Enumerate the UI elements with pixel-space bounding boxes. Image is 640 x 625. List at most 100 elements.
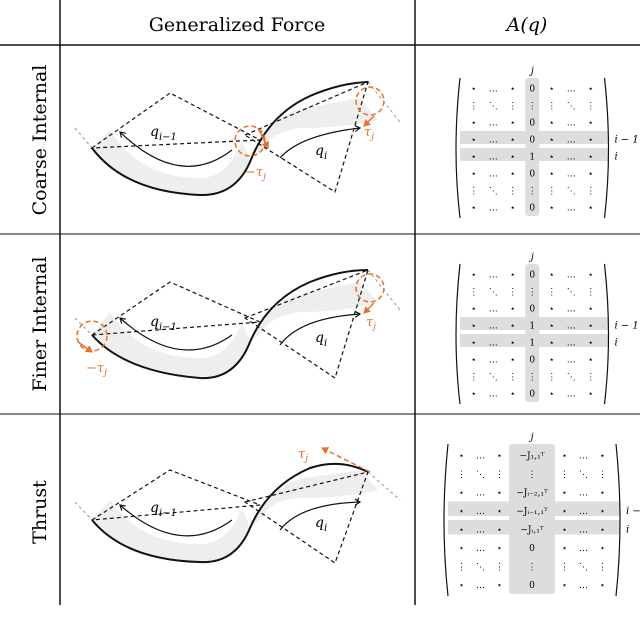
matrix-cell: …: [579, 581, 588, 591]
matrix-cell: ⋆: [588, 305, 594, 315]
matrix-cell: …: [476, 544, 485, 554]
matrix-cell: ⋮: [528, 288, 537, 298]
matrix-cell: ⋆: [588, 85, 594, 95]
row-label-coarse-internal: Coarse Internal: [29, 65, 51, 216]
matrix-cell: …: [567, 339, 576, 349]
matrix-cell: ⋱: [567, 288, 576, 298]
matrix-cell: ⋮: [560, 470, 569, 480]
highlight-row: [460, 334, 609, 347]
matrix-bracket-right: [603, 77, 610, 219]
matrix-cell: ⋱: [567, 187, 576, 197]
q-prev-label: qi−1: [150, 124, 177, 143]
matrix-cell: …: [567, 85, 576, 95]
matrix-cell: ⋆: [497, 525, 503, 535]
matrix-cell: …: [489, 85, 498, 95]
thrust-arrow: [321, 447, 371, 473]
matrix-cell: ⋆: [549, 204, 555, 214]
torque-arrow-pos: [363, 302, 375, 314]
matrix-cell: ⋆: [588, 119, 594, 129]
matrix-cell: ⋆: [600, 581, 606, 591]
matrix-cell: ⋮: [528, 187, 537, 197]
matrix-cell: ⋱: [579, 470, 588, 480]
matrix-cell: ⋆: [497, 544, 503, 554]
torque-arrow-pos: [363, 115, 375, 127]
matrix-cell: ⋆: [510, 390, 516, 400]
body-segment-cur: [250, 98, 378, 162]
matrix-cell: ⋮: [586, 187, 595, 197]
q-prev-label: qi−1: [150, 314, 177, 333]
matrix-cell: ⋆: [588, 136, 594, 146]
matrix-cell: …: [567, 153, 576, 163]
robot-diagram-coarse-internal: qi−1 qi −τj τj: [74, 80, 401, 197]
tau-pos-label: τj: [364, 125, 374, 142]
matrix-cell: ⋆: [549, 170, 555, 180]
matrix-cell: …: [567, 271, 576, 281]
column-header-a-of-q: A(q): [505, 14, 548, 36]
matrix-cell: ⋆: [549, 271, 555, 281]
matrix-cell: ⋆: [562, 581, 568, 591]
frame-triangle-prev: [89, 281, 261, 336]
matrix-cell: ⋮: [528, 562, 537, 572]
matrix-cell: ⋆: [588, 170, 594, 180]
matrix-cell: 1: [529, 322, 535, 332]
matrix-cell: ⋆: [549, 339, 555, 349]
matrix-cell: ⋆: [549, 119, 555, 129]
matrix-cell: ⋆: [510, 153, 516, 163]
matrix-cell: …: [489, 170, 498, 180]
matrix-cell: ⋆: [600, 544, 606, 554]
tau-pos-label: τj: [366, 315, 376, 332]
matrix-cell: ⋮: [495, 562, 504, 572]
matrix-cell: 0: [529, 544, 535, 554]
matrix-bracket-right: [603, 263, 610, 405]
table-grid: [0, 0, 640, 605]
matrix-cell: 0: [529, 204, 535, 214]
matrix-row-label: i: [626, 524, 629, 535]
matrix-cell: …: [489, 204, 498, 214]
matrix-cell: …: [489, 339, 498, 349]
matrix-cell: ⋆: [459, 507, 465, 517]
tau-pos-label: τj: [298, 447, 308, 464]
matrix-cell: ⋮: [528, 470, 537, 480]
matrix-cell: ⋆: [549, 390, 555, 400]
highlight-row: [460, 148, 609, 161]
frame-triangle-prev: [89, 92, 263, 149]
matrix-cell: ⋆: [549, 322, 555, 332]
matrix-cell: …: [476, 451, 485, 461]
matrix-bracket-left: [443, 443, 449, 597]
matrix-cell: ⋆: [497, 451, 503, 461]
matrix-cell: ⋆: [471, 170, 477, 180]
matrix-cell: ⋆: [549, 85, 555, 95]
matrix-cell: ⋆: [471, 119, 477, 129]
matrix-cell: ⋱: [489, 288, 498, 298]
matrix-cell: −Jᵢ,₁ᵀ: [520, 525, 543, 535]
torque-circle-pos: [355, 86, 385, 116]
matrix-cell: ⋆: [471, 271, 477, 281]
highlight-row: [448, 520, 620, 535]
matrix-cell: −Jᵢ₋₂,₁ᵀ: [516, 488, 548, 498]
matrix-cell: ⋮: [547, 102, 556, 112]
body-segment-prev: [92, 500, 250, 563]
matrix-cell: ⋆: [471, 390, 477, 400]
outer-ext-left: [74, 127, 93, 149]
q-prev-label: qi−1: [150, 500, 177, 519]
tau-neg-label: −τj: [86, 361, 107, 378]
matrix-cell: ⋮: [495, 470, 504, 480]
matrix-cell: ⋆: [562, 488, 568, 498]
matrix-cell: ⋆: [459, 544, 465, 554]
matrix-cell: ⋮: [508, 102, 517, 112]
highlight-column: [525, 264, 540, 402]
matrix-cell: ⋮: [469, 373, 478, 383]
robot-diagram-finer-internal: qi−1 qi −τj τj: [74, 268, 401, 380]
matrix-cell: ⋆: [562, 544, 568, 554]
matrix-cell: ⋆: [497, 507, 503, 517]
matrix-cell: ⋮: [457, 470, 466, 480]
matrix-cell: 1: [529, 339, 535, 349]
matrix-cell: …: [579, 488, 588, 498]
q-cur-label: qi: [315, 515, 327, 534]
matrix-cell: …: [489, 305, 498, 315]
matrix-cell: ⋮: [469, 187, 478, 197]
matrix-cell: ⋆: [471, 356, 477, 366]
matrix-cell: ⋮: [547, 373, 556, 383]
matrix-cell: …: [489, 322, 498, 332]
matrix-cell: ⋱: [489, 102, 498, 112]
